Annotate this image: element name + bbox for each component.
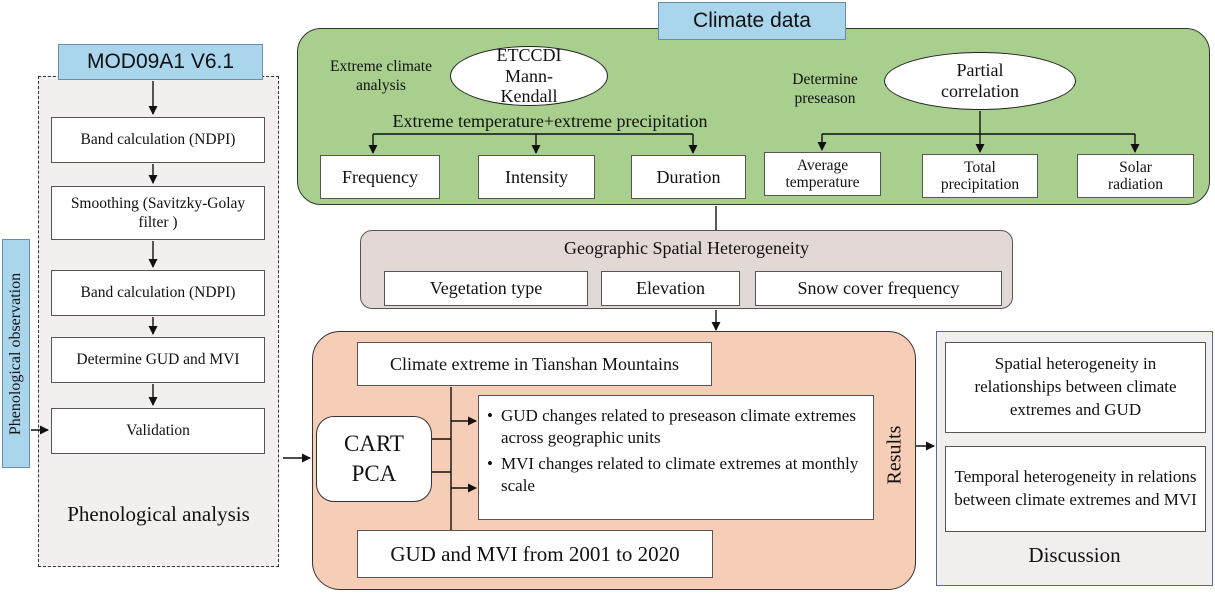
var-solar-radiation: Solar radiation (1077, 154, 1194, 198)
phenology-step-band-calc-1: Band calculation (NDPI) (51, 117, 265, 163)
partial-correlation-oval: Partial correlation (884, 52, 1076, 110)
results-bullet-mvi-text: MVI changes related to climate extremes … (501, 454, 859, 496)
cart-pca-box: CART PCA (316, 416, 432, 502)
extreme-climate-analysis-label: Extreme climate analysis (330, 58, 432, 94)
phenology-step-band-calc-2: Band calculation (NDPI) (51, 270, 265, 316)
climate-extreme-tianshan-box: Climate extreme in Tianshan Mountains (357, 342, 712, 386)
bullet-marker: • (487, 454, 493, 474)
determine-preseason-label: Determine preseason (792, 71, 858, 107)
factor-snow-cover-frequency: Snow cover frequency (755, 271, 1002, 306)
discussion-spatial-box: Spatial heterogeneity in relationships b… (945, 342, 1206, 433)
climate-panel (297, 28, 1210, 205)
etccdi-mann-kendall-oval: ETCCDI Mann-Kendall (450, 45, 608, 106)
results-bullets-box: • GUD changes related to preseason clima… (478, 395, 874, 520)
results-bullet-gud: • GUD changes related to preseason clima… (487, 405, 865, 449)
climate-data-title: Climate data (658, 2, 846, 40)
gud-mvi-2001-2020-box: GUD and MVI from 2001 to 2020 (357, 530, 713, 578)
factor-vegetation-type: Vegetation type (384, 271, 588, 306)
var-average-temperature: Average temperature (764, 152, 881, 196)
discussion-temporal-box: Temporal heterogeneity in relations betw… (945, 446, 1206, 532)
index-frequency: Frequency (320, 155, 440, 199)
bullet-marker: • (487, 406, 493, 425)
phenology-step-determine-gud-mvi: Determine GUD and MVI (51, 337, 265, 383)
phenology-step-smoothing: Smoothing (Savitzky-Golay filter ) (51, 186, 265, 240)
phenology-section-label: Phenological analysis (67, 502, 250, 526)
extreme-combo-label: Extreme temperature+extreme precipitatio… (392, 111, 708, 131)
index-duration: Duration (631, 155, 746, 199)
results-bullet-gud-text: GUD changes related to preseason climate… (501, 406, 856, 448)
results-bullet-mvi: • MVI changes related to climate extreme… (487, 453, 865, 497)
var-total-precipitation: Total precipitation (922, 154, 1038, 198)
phenological-observation-tab: Phenological observation (2, 239, 30, 468)
index-intensity: Intensity (478, 155, 595, 199)
phenology-source-label: MOD09A1 V6.1 (58, 44, 263, 80)
geo-title: Geographic Spatial Heterogeneity (564, 238, 809, 258)
phenology-step-validation: Validation (51, 408, 265, 454)
discussion-label: Discussion (1028, 543, 1121, 567)
factor-elevation: Elevation (601, 271, 740, 306)
